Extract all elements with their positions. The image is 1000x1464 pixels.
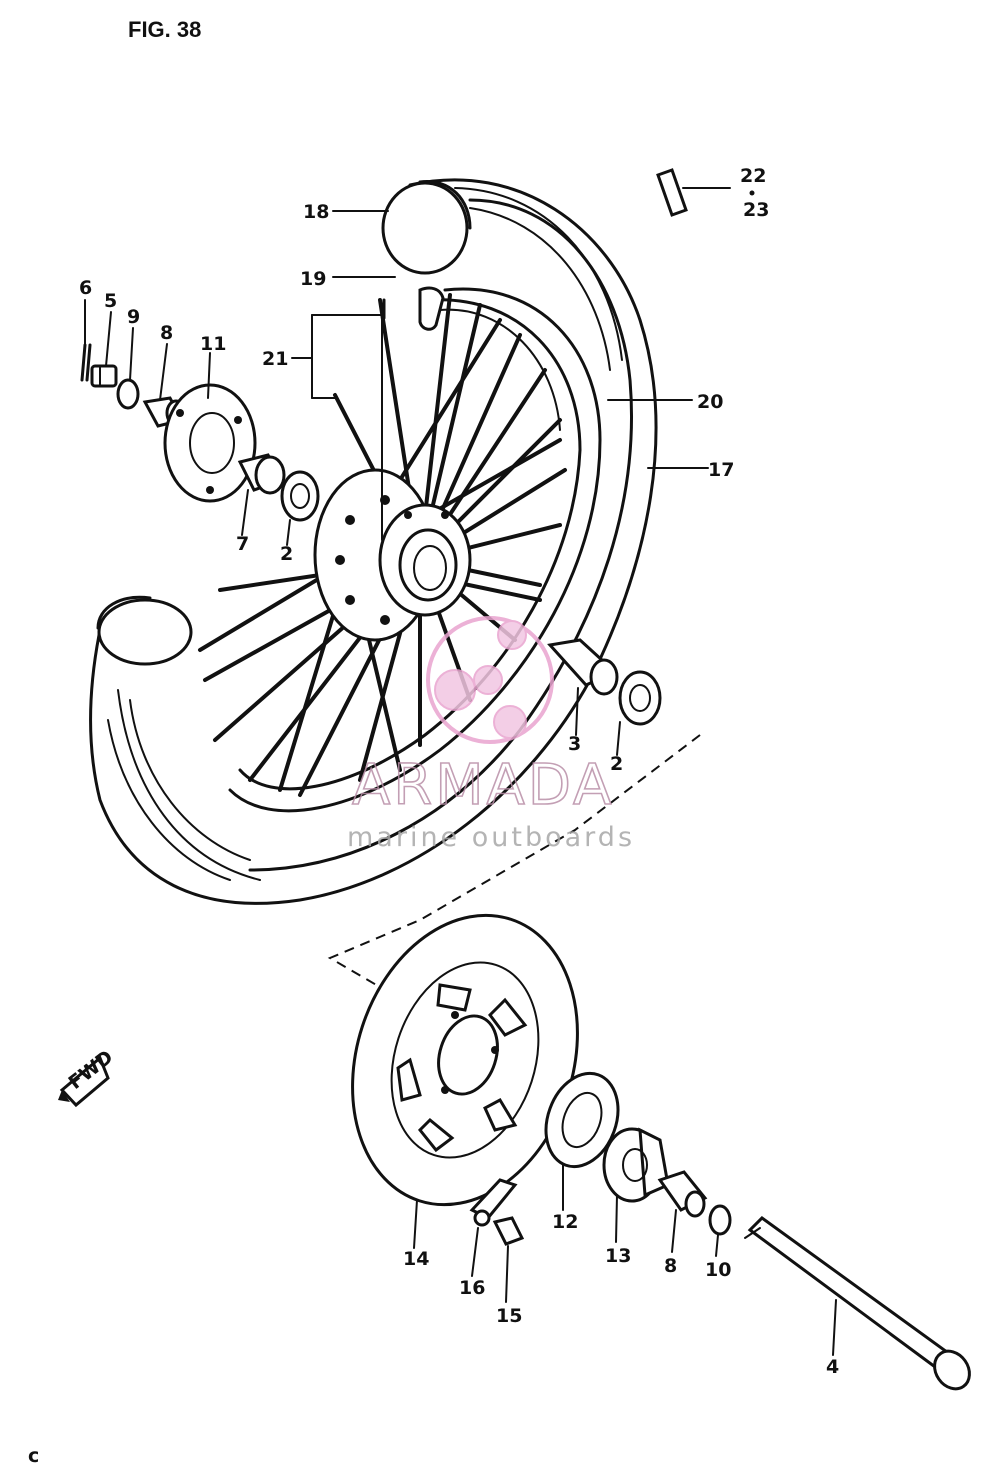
- spacer-8-right: [657, 1170, 708, 1218]
- callout-2-left: 2: [280, 543, 293, 565]
- callout-8-right: 8: [664, 1255, 677, 1277]
- assembly-line-disc: [327, 734, 701, 991]
- callout-8-left: 8: [160, 322, 173, 344]
- speedometer-plate: [163, 383, 257, 503]
- callout-4: 4: [826, 1356, 839, 1378]
- bearing-right: [618, 670, 662, 726]
- rim: [228, 287, 602, 813]
- tire-section-top: [381, 181, 469, 275]
- front-axle: [744, 1216, 971, 1391]
- callout-9: 9: [127, 306, 140, 328]
- tire: [89, 178, 658, 905]
- disc-bolt: [492, 1216, 525, 1246]
- callout-22: 22: [740, 165, 766, 187]
- cotter-pin: [80, 343, 92, 382]
- callout-14: 14: [403, 1248, 429, 1270]
- hub-spacer-7: [237, 453, 286, 495]
- figure-title: FIG. 38: [128, 17, 201, 42]
- callout-12: 12: [552, 1211, 578, 1233]
- lock-washer: [469, 1178, 518, 1227]
- callout-3: 3: [568, 733, 581, 755]
- callout-21: 21: [262, 348, 288, 370]
- wheel-hub: [313, 468, 472, 642]
- callout-18: 18: [303, 201, 329, 223]
- oil-seal: [544, 1071, 620, 1169]
- bearing-left: [280, 470, 320, 522]
- callout-2-right: 2: [610, 753, 623, 775]
- callout-17: 17: [708, 459, 734, 481]
- watermark-brand: ARMADA: [352, 753, 614, 818]
- callout-23: 23: [743, 199, 769, 221]
- armada-logo-icon: [426, 616, 554, 744]
- watermark: ARMADA marine outboards: [347, 616, 635, 853]
- speedometer-gearbox: [602, 1127, 670, 1203]
- brake-disc: [351, 913, 579, 1207]
- callout-7: 7: [236, 533, 249, 555]
- axle-nut: [90, 364, 118, 388]
- callout-labels: 18 19 21 20 17 22 23 6 5 9 8 11 7 2 3 2 …: [79, 165, 839, 1378]
- watermark-tagline: marine outboards: [347, 822, 635, 853]
- callout-20: 20: [697, 391, 723, 413]
- callout-5: 5: [104, 290, 117, 312]
- spacer-3: [547, 638, 619, 696]
- leader-lines: [84, 187, 837, 1356]
- corner-mark: c: [28, 1445, 39, 1464]
- callout-13: 13: [605, 1245, 631, 1267]
- callout-10: 10: [705, 1259, 731, 1281]
- callout-19: 19: [300, 268, 326, 290]
- valve-cap: [656, 168, 688, 217]
- callout-16: 16: [459, 1277, 485, 1299]
- valve-stem: [382, 286, 445, 331]
- callout-6: 6: [79, 277, 92, 299]
- washer-10: [708, 1204, 732, 1236]
- tire-section-bottom: [97, 598, 193, 666]
- callout-11: 11: [200, 333, 226, 355]
- callout-15: 15: [496, 1305, 522, 1327]
- washer-9: [116, 378, 140, 410]
- forward-arrow-icon: FWD: [58, 1046, 117, 1108]
